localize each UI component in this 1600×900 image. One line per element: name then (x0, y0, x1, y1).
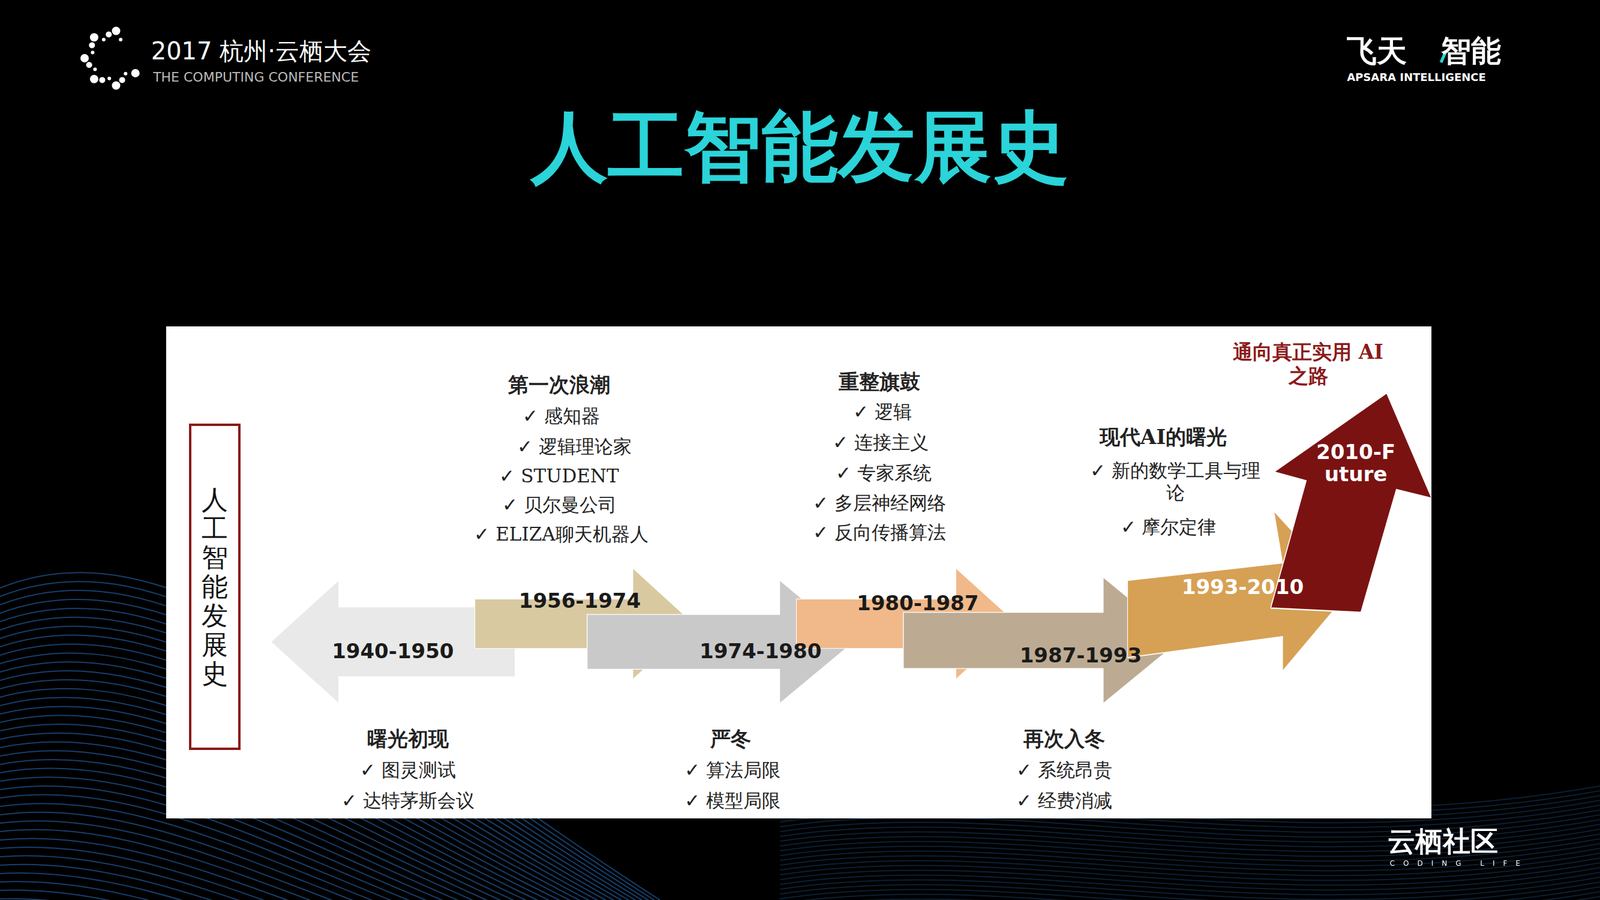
logo-dot (112, 81, 121, 90)
arrow-polygon (1270, 392, 1433, 613)
period-label: 1956-1974 (518, 589, 641, 612)
annotation-text: 再次入冬 (1023, 726, 1106, 752)
period-label: 1993-2010 (1181, 575, 1304, 599)
wave-line (0, 812, 660, 900)
annotation-text: ✓ 经费消减 (1016, 790, 1113, 813)
wave-line (779, 886, 1600, 900)
logo-dot (105, 31, 112, 38)
vertical-title-box: 人工智能发展史 (188, 423, 241, 750)
wave-line (0, 890, 660, 900)
logo-dot (86, 61, 93, 68)
vertical-text: 人工智能发展史 (201, 485, 228, 689)
logo-text: THE COMPUTING CONFERENCE (152, 69, 359, 86)
annotation-text: ✓ STUDENT (499, 465, 619, 488)
logo-dot (131, 68, 140, 78)
annotation-text: 第一次浪潮 (508, 372, 611, 398)
logo-dot (123, 71, 128, 76)
wave-line (779, 881, 1600, 900)
logo-text: 飞天 (1346, 32, 1407, 69)
logo-dot (118, 37, 123, 42)
logo-text: 云栖社区 (1387, 825, 1499, 859)
annotation-text: ✓ 多层神经网络 (812, 491, 947, 515)
annotation-text: ✓ 摩尔定律 (1120, 516, 1217, 539)
logo-text: 智能 (1441, 32, 1502, 69)
annotation-text: ✓ 逻辑理论家 (517, 435, 632, 458)
logo-text: CODING LIFE (1390, 859, 1529, 868)
annotation-text: ✓ 专家系统 (835, 462, 932, 485)
wave-line (0, 847, 660, 900)
annotation-text: 曙光初现 (367, 726, 449, 752)
period-label: 1940-1950 (331, 640, 454, 663)
logo-dot (89, 74, 99, 84)
annotation-text: ✓ ELIZA聊天机器人 (473, 523, 648, 546)
annotation-text: ✓ 逻辑 (853, 401, 912, 424)
logo-dot (101, 37, 106, 42)
period-label: 2010-Future (1311, 440, 1401, 486)
logo-dot (80, 53, 89, 63)
period-label: 1980-1987 (856, 592, 979, 615)
annotation-text: ✓ 感知器 (522, 404, 600, 428)
annotation-text: ✓ 新的数学工具与理论 (1088, 459, 1263, 504)
annotation-text: ✓ 反向传播算法 (812, 521, 947, 544)
logo-dot (98, 76, 105, 83)
annotation-text: 通向真正实用 AI之路 (1231, 340, 1385, 389)
annotation-text: ✓ 贝尔曼公司 (502, 493, 617, 516)
annotation-text: ✓ 达特茅斯会议 (341, 790, 475, 813)
period-label: 1987-1993 (1019, 644, 1142, 667)
wave-line (779, 877, 1600, 900)
annotation-text: 重整旗鼓 (838, 369, 921, 395)
wave-line (779, 857, 1600, 881)
logo-text: APSARA INTELLIGENCE (1346, 70, 1487, 84)
annotation-text: 现代AI的曙光 (1099, 424, 1227, 450)
wave-line (0, 864, 660, 900)
logo-dot (119, 76, 126, 83)
wave-line (0, 855, 660, 900)
wave-line (0, 872, 660, 900)
logo-dot (90, 50, 95, 54)
wave-line (0, 820, 660, 900)
wave-line (779, 872, 1600, 895)
wave-line (779, 867, 1600, 890)
logo-dot (92, 67, 97, 71)
logo-dot (89, 32, 99, 42)
annotation-text: ✓ 图灵测试 (359, 759, 456, 782)
wave-line (0, 898, 660, 900)
slide-title: 人工智能发展史 (530, 95, 1069, 200)
annotation-text: ✓ 系统昂贵 (1016, 759, 1113, 782)
annotation-text: ✓ 模型局限 (684, 790, 781, 813)
wave-line (779, 896, 1600, 900)
wave-line (0, 881, 660, 900)
logo-dot (112, 26, 121, 36)
annotation-text: 严冬 (710, 726, 752, 752)
logo-text: 2017 杭州·云栖大会 (151, 36, 372, 66)
logo-dot (107, 76, 111, 81)
wave-line (0, 838, 660, 900)
period-label: 1974-1980 (699, 640, 822, 663)
annotation-text: ✓ 算法局限 (684, 759, 781, 782)
arrow-polygon (586, 579, 855, 705)
logo-dot (88, 41, 95, 48)
annotation-text: ✓ 连接主义 (832, 431, 929, 455)
